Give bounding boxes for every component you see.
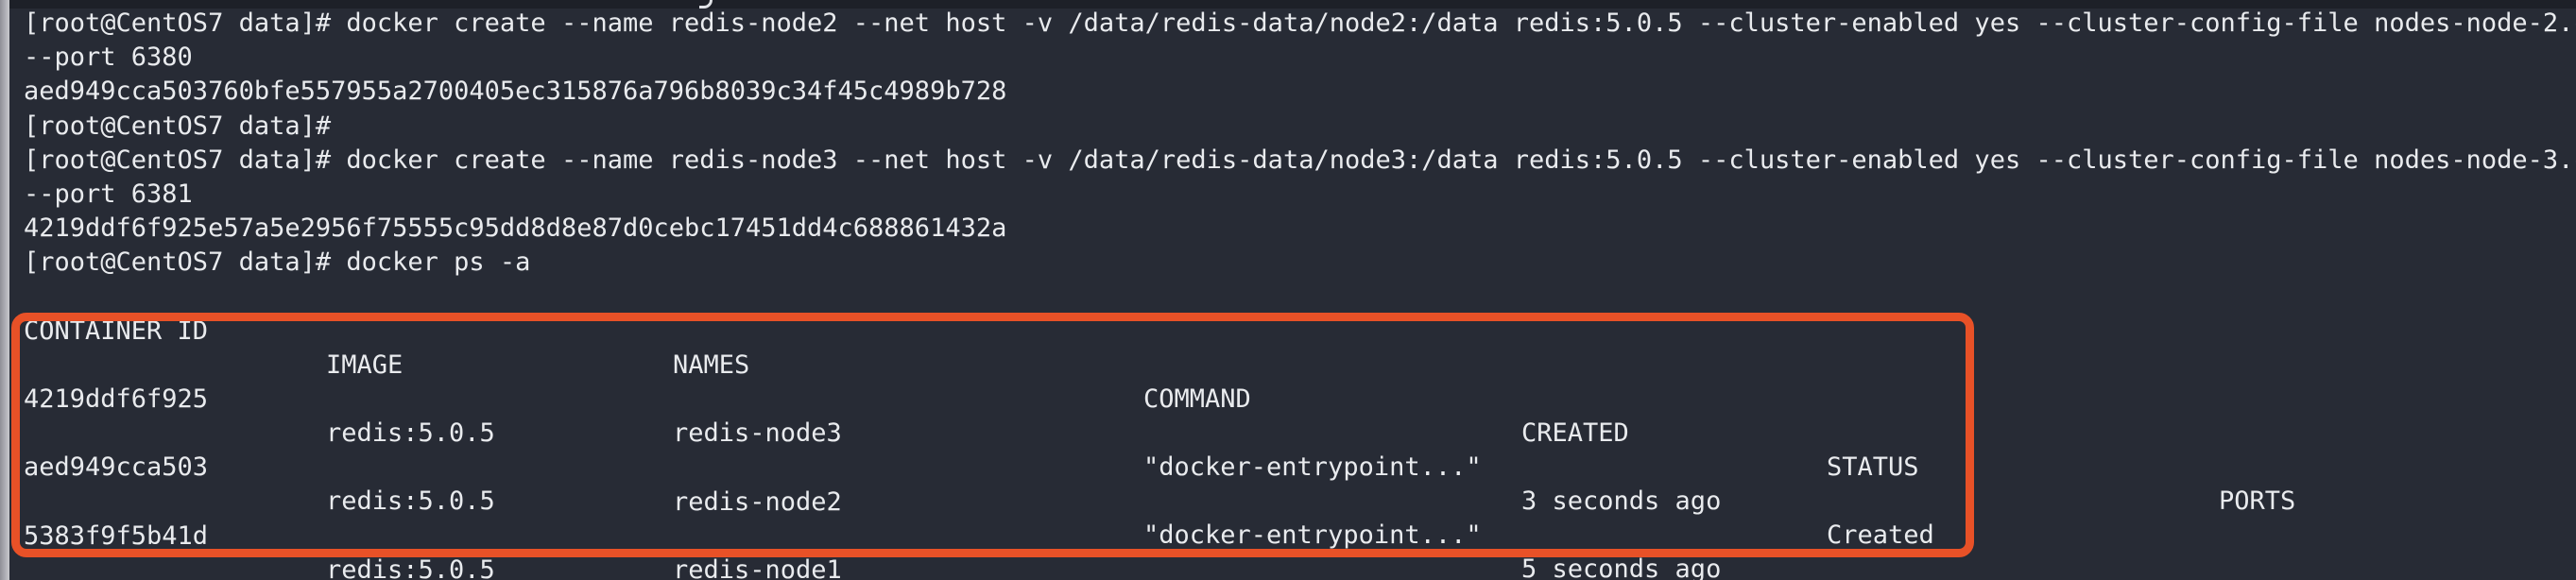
created-cell: 5 seconds ago <box>1521 554 1722 580</box>
command-text: --port 6380 <box>24 43 193 72</box>
container-name-cell: redis-node1 <box>673 555 842 580</box>
container-hash: aed949cca503760bfe557955a2700405ec315876… <box>24 77 1007 106</box>
prompt-text: [root@CentOS7 data]# <box>24 111 332 141</box>
container-hash: 4219ddf6f925e57a5e2956f75555c95dd8d8e87d… <box>24 213 1007 243</box>
header-ports: PORTS <box>2219 486 2296 516</box>
command-cell: "docker-entrypoint..." <box>1143 452 1482 482</box>
container-name-cell: redis-node3 <box>673 418 842 448</box>
header-status: STATUS <box>1827 452 1919 482</box>
terminal-line-docker-ps: [root@CentOS7 data]# docker ps -a <box>0 246 2576 280</box>
terminal-line-port-6381: --port 6381 <box>0 178 2576 212</box>
terminal-line-port-6380: --port 6380 <box>0 41 2576 75</box>
terminal-line-hash-node2: aed949cca503760bfe557955a2700405ec315876… <box>0 75 2576 109</box>
status-cell: Created <box>1827 520 1934 550</box>
command-text: [root@CentOS7 data]# docker ps -a <box>24 247 531 277</box>
table-row-name-wrap: redis-node1 <box>0 520 2576 580</box>
command-text: [root@CentOS7 data]# docker create --nam… <box>24 9 2576 38</box>
ps-table-header-wrap-row: NAMES <box>0 315 2576 380</box>
image-cell: redis:5.0.5 <box>326 418 495 448</box>
table-row: 36ccde1a9ce7 elasticsearch:6.8.5 "/usr/l… <box>0 554 2576 580</box>
table-row-name-wrap: redis-node3 <box>0 383 2576 448</box>
previous-line-clip-band <box>0 0 2576 9</box>
header-created: CREATED <box>1521 418 1629 448</box>
terminal-line-hash-node3: 4219ddf6f925e57a5e2956f75555c95dd8d8e87d… <box>0 212 2576 246</box>
table-row-name-wrap: redis-node2 <box>0 452 2576 517</box>
table-row: 4219ddf6f925 redis:5.0.5 "docker-entrypo… <box>0 349 2576 550</box>
image-cell: redis:5.0.5 <box>326 486 495 516</box>
scrollbar[interactable] <box>0 0 9 580</box>
terminal-line-prompt: [root@CentOS7 data]# <box>0 110 2576 144</box>
created-cell: 3 seconds ago <box>1521 486 1722 516</box>
container-id-cell: aed949cca503 <box>24 452 209 482</box>
table-row: aed949cca503 redis:5.0.5 "docker-entrypo… <box>0 417 2576 580</box>
command-text: [root@CentOS7 data]# docker create --nam… <box>24 145 2576 175</box>
container-id-cell: 5383f9f5b41d <box>24 521 209 551</box>
command-text: --port 6381 <box>24 179 193 209</box>
container-name-cell: redis-node2 <box>673 487 842 517</box>
clipped-glyph-remnant <box>699 0 713 9</box>
header-command: COMMAND <box>1143 384 1251 414</box>
header-image: IMAGE <box>326 350 404 380</box>
command-cell: "docker-entrypoint..." <box>1143 520 1482 550</box>
container-id-cell: 4219ddf6f925 <box>24 384 209 414</box>
table-row: 5383f9f5b41d redis:5.0.5 "docker-entrypo… <box>0 486 2576 580</box>
header-names: NAMES <box>673 350 750 380</box>
terminal-line-create-node2: [root@CentOS7 data]# docker create --nam… <box>0 7 2576 41</box>
terminal-line-create-node3: [root@CentOS7 data]# docker create --nam… <box>0 144 2576 178</box>
header-container-id: CONTAINER ID <box>24 316 209 346</box>
ps-table-header-row: CONTAINER ID IMAGE COMMAND CREATED STATU… <box>0 281 2576 516</box>
image-cell: redis:5.0.5 <box>326 555 495 580</box>
